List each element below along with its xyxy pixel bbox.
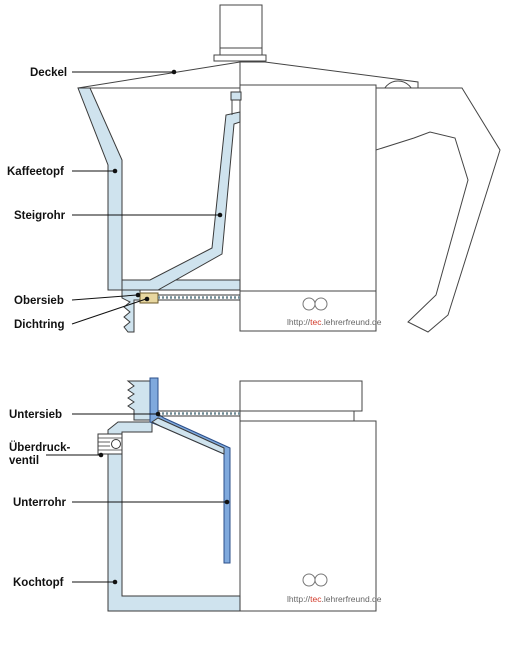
label-untersieb: Untersieb xyxy=(9,409,62,421)
label-unterrohr: Unterrohr xyxy=(13,497,67,509)
svg-text:lhttp://tec.lehrerfreund.de: lhttp://tec.lehrerfreund.de xyxy=(287,594,382,604)
watermark-upper: lhttp://tec.lehrerfreund.de xyxy=(287,297,382,327)
upper-thread xyxy=(121,289,141,333)
handle xyxy=(375,87,501,333)
obersieb-filter xyxy=(158,294,240,301)
steigrohr-top xyxy=(230,91,242,101)
watermark-suffix-lower: .lehrerfreund.de xyxy=(322,594,382,604)
upper-exterior xyxy=(239,84,377,292)
ueberdruckventil xyxy=(97,433,123,455)
lower-upper-band-step xyxy=(239,410,355,422)
lower-section: lhttp://tec.lehrerfreund.de xyxy=(97,377,382,612)
label-kaffeetopf: Kaffeetopf xyxy=(7,166,64,178)
label-ueberdruck-1: Überdruck- xyxy=(9,441,71,454)
lid-knob xyxy=(219,4,263,58)
lower-upper-band xyxy=(239,380,363,412)
watermark-accent: tec xyxy=(310,317,322,327)
lid xyxy=(77,61,419,89)
unterrohr-funnel xyxy=(149,377,231,564)
watermark-suffix: .lehrerfreund.de xyxy=(322,317,382,327)
unterrohr-funnel-inner xyxy=(151,417,225,455)
watermark-prefix: lhttp:// xyxy=(287,317,311,327)
label-deckel: Deckel xyxy=(30,67,67,79)
label-steigrohr: Steigrohr xyxy=(14,210,66,222)
label-dichtring: Dichtring xyxy=(14,319,64,331)
label-kochtopf: Kochtopf xyxy=(13,577,64,589)
upper-section: lhttp://tec.lehrerfreund.de xyxy=(77,4,501,333)
upper-floor xyxy=(121,111,241,291)
label-ueberdruck-2: ventil xyxy=(9,455,39,467)
label-obersieb: Obersieb xyxy=(14,295,64,307)
watermark-prefix-lower: lhttp:// xyxy=(287,594,311,604)
callouts: Deckel Kaffeetopf Steigrohr Obersieb Dic… xyxy=(7,67,230,589)
kaffeetopf-wall xyxy=(77,87,241,291)
lower-exterior xyxy=(239,420,377,612)
untersieb-filter xyxy=(158,410,240,417)
lid-knob-base xyxy=(213,54,267,62)
watermark-lower: lhttp://tec.lehrerfreund.de xyxy=(287,573,382,604)
watermark-accent-lower: tec xyxy=(310,594,322,604)
svg-text:lhttp://tec.lehrerfreund.de: lhttp://tec.lehrerfreund.de xyxy=(287,317,382,327)
